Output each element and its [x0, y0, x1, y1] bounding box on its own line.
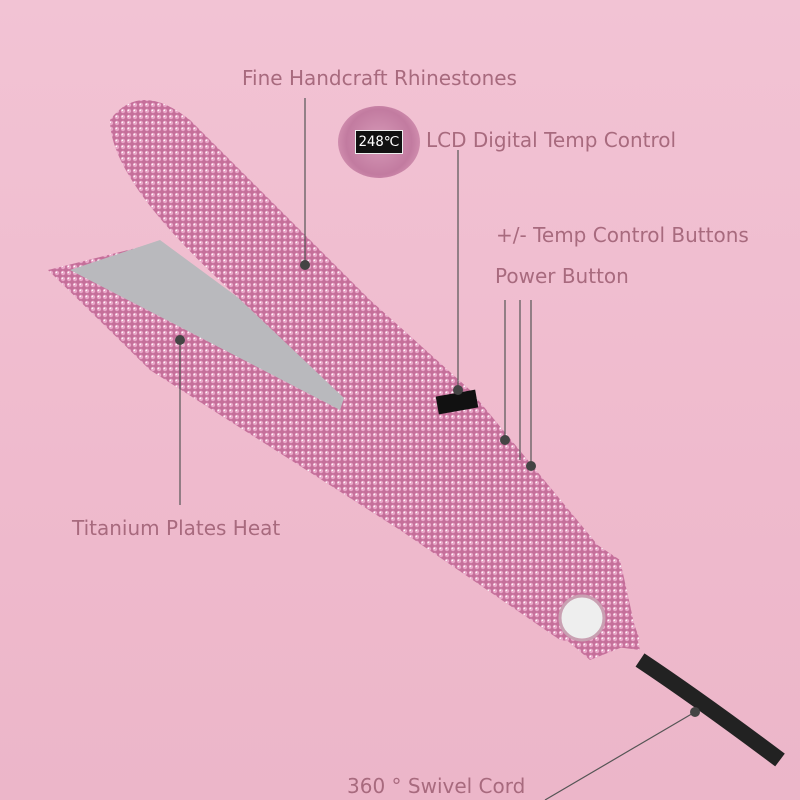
label-lcd: LCD Digital Temp Control — [426, 128, 677, 152]
titanium-plate — [70, 240, 350, 410]
swivel-hinge — [558, 594, 606, 642]
label-temp-buttons: +/- Temp Control Buttons — [496, 223, 749, 247]
lcd-closeup-inset: 248℃ — [338, 106, 420, 178]
callout-lines — [179, 98, 696, 800]
lcd-display — [435, 389, 479, 415]
label-power-button: Power Button — [495, 264, 629, 288]
upper-arm — [110, 100, 640, 660]
label-rhinestones: Fine Handcraft Rhinestones — [242, 66, 517, 90]
label-swivel-cord: 360 ° Swivel Cord — [347, 774, 526, 798]
power-cord — [635, 653, 785, 767]
lcd-reading: 248℃ — [355, 130, 403, 154]
label-titanium-plates: Titanium Plates Heat — [72, 516, 281, 540]
